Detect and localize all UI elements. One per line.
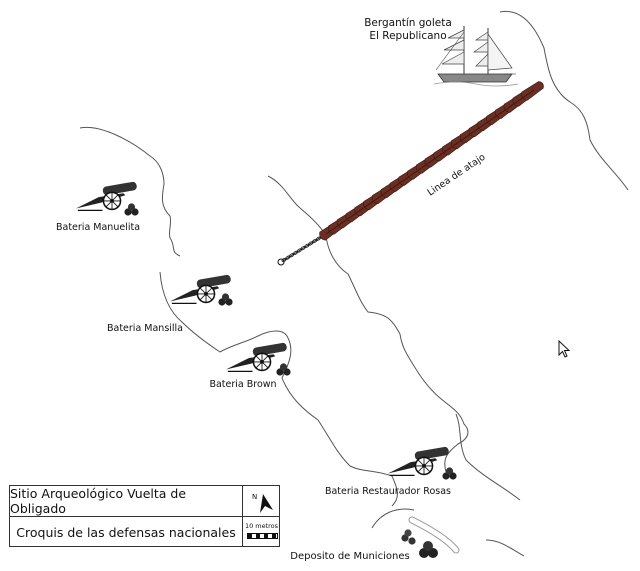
battery-brown: Bateria Brown [209, 341, 291, 390]
battery-manuelita: Bateria Manuelita [56, 180, 140, 233]
mouse-cursor-icon [558, 339, 572, 364]
cannon-icon [387, 445, 451, 477]
scale-label: 10 metros [244, 522, 279, 530]
coastline-west-upper [79, 126, 181, 257]
coastline-east [499, 10, 629, 191]
battery-label: Bateria Brown [209, 379, 276, 390]
cannonballs-icon [442, 467, 457, 480]
battery-label: Bateria Manuelita [56, 222, 140, 233]
scale-bar: 10 metros [243, 517, 280, 546]
legend-title: Sitio Arqueológico Vuelta de Obligado [10, 486, 242, 517]
ship-label-line2: El Republicano [369, 30, 446, 42]
legend-box: Sitio Arqueológico Vuelta de Obligado Cr… [9, 485, 280, 547]
coastline-south [371, 508, 415, 529]
svg-text:N: N [252, 493, 257, 501]
battery-restaurador-rosas: Bateria Restaurador Rosas [325, 445, 457, 497]
cannonballs-icon [218, 293, 233, 306]
depot-label: Deposito de Municiones [290, 551, 409, 562]
north-arrow-icon: N [243, 486, 280, 517]
coastline-southeast [485, 539, 525, 557]
battery-label: Bateria Restaurador Rosas [325, 486, 451, 497]
battery-mansilla: Bateria Mansilla [107, 273, 233, 334]
chain-line [277, 233, 327, 266]
battery-label: Bateria Mansilla [107, 323, 183, 334]
chain-line-boats [325, 89, 535, 235]
scale-bar-graphic [247, 533, 278, 539]
legend-subtitle: Croquis de las defensas nacionales [16, 524, 236, 540]
coastline-east-lower [455, 413, 521, 501]
ship-label-line1: Bergantín goleta [364, 17, 452, 29]
legend-divider [242, 486, 243, 546]
cannon-icon [225, 341, 289, 373]
ammunition-pile-icon [401, 529, 438, 558]
ship-icon [433, 26, 519, 87]
coastline-west-lower [159, 271, 398, 507]
cannonballs-icon [124, 203, 139, 216]
ammunition-depot: Deposito de Municiones [290, 529, 438, 562]
coastline-island [267, 175, 469, 473]
